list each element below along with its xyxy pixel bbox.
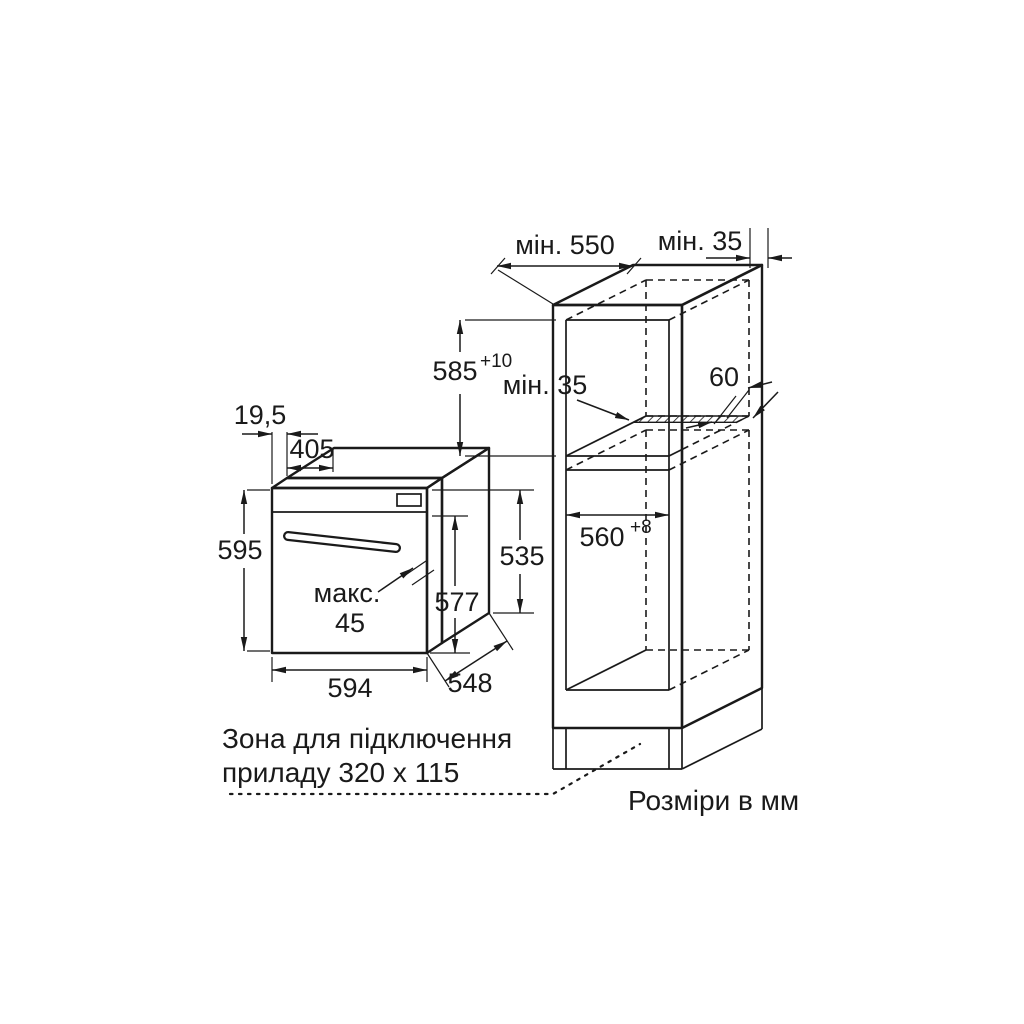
units-caption: Розміри в мм <box>628 785 799 816</box>
oven <box>270 446 491 655</box>
dim-side-height-value: 535 <box>499 541 544 571</box>
dim-max-protrusion: макс. 45 <box>314 560 435 638</box>
dim-niche-height: 585 +10 <box>432 319 556 457</box>
dim-depth: 548 <box>426 612 514 698</box>
dim-door-offset-value: 19,5 <box>234 400 287 430</box>
dim-niche-width-tolerance: +8 <box>630 517 652 538</box>
dim-wall-gap-label: мін. 35 <box>658 226 743 256</box>
dim-cabinet-min-depth: мін. 550 <box>490 230 642 305</box>
connection-zone-line2: приладу 320 x 115 <box>222 757 459 788</box>
dim-niche-width-value: 560 <box>579 522 624 552</box>
cabinet-plinth <box>552 688 763 770</box>
dim-shelf-gap-label: мін. 35 <box>503 370 588 400</box>
dim-niche-width: 560 +8 <box>566 511 669 552</box>
dim-min-depth-label: мін. 550 <box>515 230 615 260</box>
dim-door-offset: 19,5 <box>234 400 318 484</box>
dim-front-height-value: 595 <box>217 535 262 565</box>
dim-niche-height-tolerance: +10 <box>480 351 512 372</box>
dim-body-height-value: 577 <box>434 587 479 617</box>
dim-side-height: 535 <box>432 489 545 614</box>
dim-width-value: 594 <box>327 673 372 703</box>
display-window <box>396 493 422 507</box>
dim-body-top-depth: 405 <box>287 434 335 472</box>
vent-cutout-hatch <box>633 415 750 423</box>
connection-zone-line1: Зона для підключення <box>222 723 512 754</box>
dim-shelf-gap: мін. 35 <box>503 370 630 421</box>
dim-vent-width: 60 <box>685 362 779 429</box>
dim-vent-width-value: 60 <box>709 362 739 392</box>
dim-front-height: 595 <box>217 489 270 652</box>
dim-body-height: 577 <box>430 515 480 654</box>
cabinet-hidden-edges <box>565 279 750 691</box>
vent-direction-arrow <box>752 391 779 419</box>
dim-niche-height-value: 585 <box>432 356 477 386</box>
dim-depth-value: 548 <box>447 668 492 698</box>
dim-max-value: 45 <box>335 608 365 638</box>
dim-body-top-depth-value: 405 <box>289 434 334 464</box>
connection-zone-note: Зона для підключення приладу 320 x 115 <box>222 723 642 796</box>
dim-max-label: макс. <box>314 578 381 608</box>
connection-zone-leader <box>228 742 642 796</box>
dim-width: 594 <box>271 657 428 703</box>
dim-cabinet-wall-gap: мін. 35 <box>658 226 792 268</box>
cabinet-outline <box>551 263 764 730</box>
